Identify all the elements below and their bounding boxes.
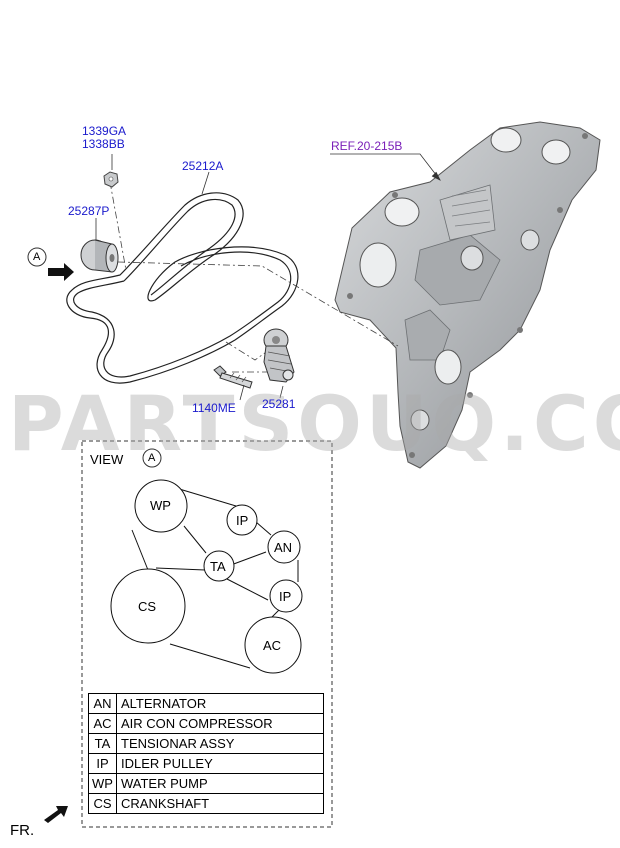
timing-cover-casting	[334, 121, 601, 469]
legend-name: TENSIONAR ASSY	[116, 733, 324, 754]
view-frame	[81, 440, 333, 828]
pulley-label-ip-lower: IP	[279, 589, 292, 604]
pulley-wp	[134, 479, 188, 533]
pulley-label-ac: AC	[263, 638, 282, 653]
legend-name: IDLER PULLEY	[116, 753, 324, 774]
legend-code: WP	[88, 773, 117, 794]
tensioner-assy-icon	[263, 328, 295, 383]
view-title: VIEW	[90, 452, 124, 467]
view-a-marker-top	[27, 247, 74, 281]
legend-code: AN	[88, 693, 117, 714]
pulley-label-an: AN	[274, 540, 293, 555]
pulley-label-cs: CS	[138, 599, 157, 614]
legend-code: IP	[88, 753, 117, 774]
part-label-25287p[interactable]: 25287P	[68, 204, 110, 218]
view-title-marker: A	[148, 452, 156, 464]
exploded-guide-lines	[109, 181, 399, 373]
pulley-an	[267, 530, 301, 564]
legend-code: AC	[88, 713, 117, 734]
nut-icon	[103, 171, 119, 188]
front-arrow-icon	[44, 806, 68, 823]
legend-name: AIR CON COMPRESSOR	[116, 713, 324, 734]
pulley-label-wp: WP	[150, 498, 171, 513]
front-label: FR.	[10, 822, 35, 839]
pulley-circles	[110, 479, 303, 674]
part-label-1339ga[interactable]: 1339GA	[82, 124, 127, 138]
pulley-label-ta: TA	[210, 559, 226, 574]
part-label-1338bb[interactable]: 1338BB	[82, 137, 125, 151]
legend-name: WATER PUMP	[116, 773, 324, 794]
legend-name: CRANKSHAFT	[116, 793, 324, 814]
view-a-marker-circle	[142, 448, 162, 468]
reference-label[interactable]: REF.20-215B	[331, 139, 403, 153]
part-label-25212a[interactable]: 25212A	[182, 159, 224, 173]
view-a-marker-letter: A	[33, 251, 41, 263]
legend-name: ALTERNATOR	[116, 693, 324, 714]
legend-code: TA	[88, 733, 117, 754]
part-label-1140me[interactable]: 1140ME	[192, 401, 236, 415]
drive-belt	[66, 192, 299, 384]
pulley-label-ip-upper: IP	[236, 513, 249, 528]
legend-code: CS	[88, 793, 117, 814]
bolt-icon	[213, 365, 253, 389]
part-label-25281[interactable]: 25281	[262, 397, 296, 411]
watermark: PARTSOUQ.COM	[8, 379, 620, 468]
pulley-ip-upper	[226, 504, 258, 536]
leader-lines	[95, 153, 441, 401]
pulley-ac	[244, 616, 302, 674]
pulley-ip-lower	[269, 579, 303, 613]
pulley-cs	[110, 568, 186, 644]
idler-pulley-icon	[80, 239, 119, 273]
pulley-ta	[203, 550, 235, 582]
